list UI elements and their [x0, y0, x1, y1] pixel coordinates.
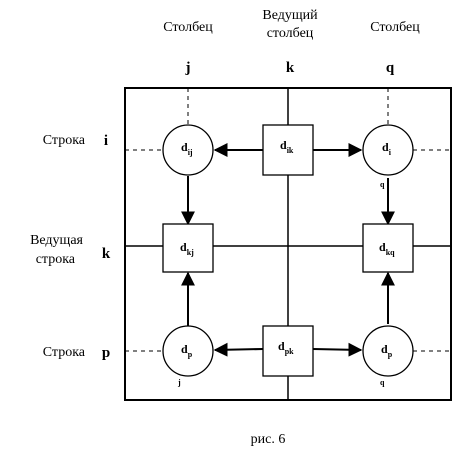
row-k-label-line2: строка [35, 252, 75, 267]
node-dp-left-label: dp [181, 342, 193, 359]
row-i-label: Строка [42, 133, 85, 148]
node-dik-label: dik [280, 138, 294, 155]
col-q-header: Столбец [370, 20, 420, 35]
node-dij-circle [162, 124, 214, 176]
col-k-header-line2: столбец [266, 26, 314, 41]
node-dik-box [262, 124, 314, 176]
row-k-letter: k [101, 246, 111, 262]
node-di-circle [362, 124, 414, 176]
mark-q-under-di: q [380, 180, 385, 189]
mark-j-under-dp: j [177, 378, 181, 387]
node-dp-left-circle [162, 325, 214, 377]
arrow-dpk-to-dp-left [213, 342, 264, 357]
col-q-letter: q [385, 60, 395, 76]
row-k-label-line1: Ведущая [30, 233, 83, 248]
node-dp-right-circle [362, 325, 414, 377]
node-dp-right-label: dp [381, 342, 393, 359]
figure-caption: рис. 6 [250, 432, 286, 447]
col-j-letter: j [185, 60, 191, 76]
col-k-header-line1: Ведущий [262, 8, 318, 23]
node-dkq-box [362, 223, 414, 273]
node-di-label: di [382, 140, 392, 157]
node-dkj-label: dkj [180, 240, 194, 257]
node-dij-label: dij [181, 140, 193, 157]
col-k-letter: k [285, 60, 295, 76]
node-dkq-label: dkq [379, 240, 395, 257]
node-dpk-box [262, 325, 314, 377]
row-p-label: Строка [42, 345, 85, 360]
row-i-letter: i [103, 133, 109, 149]
col-j-header: Столбец [163, 20, 213, 35]
row-p-letter: p [101, 345, 111, 361]
mark-q-under-dp: q [380, 378, 385, 387]
arrow-dpk-to-dp-right [312, 342, 363, 357]
node-dpk-label: dpk [278, 339, 294, 356]
node-dkj-box [162, 223, 214, 273]
